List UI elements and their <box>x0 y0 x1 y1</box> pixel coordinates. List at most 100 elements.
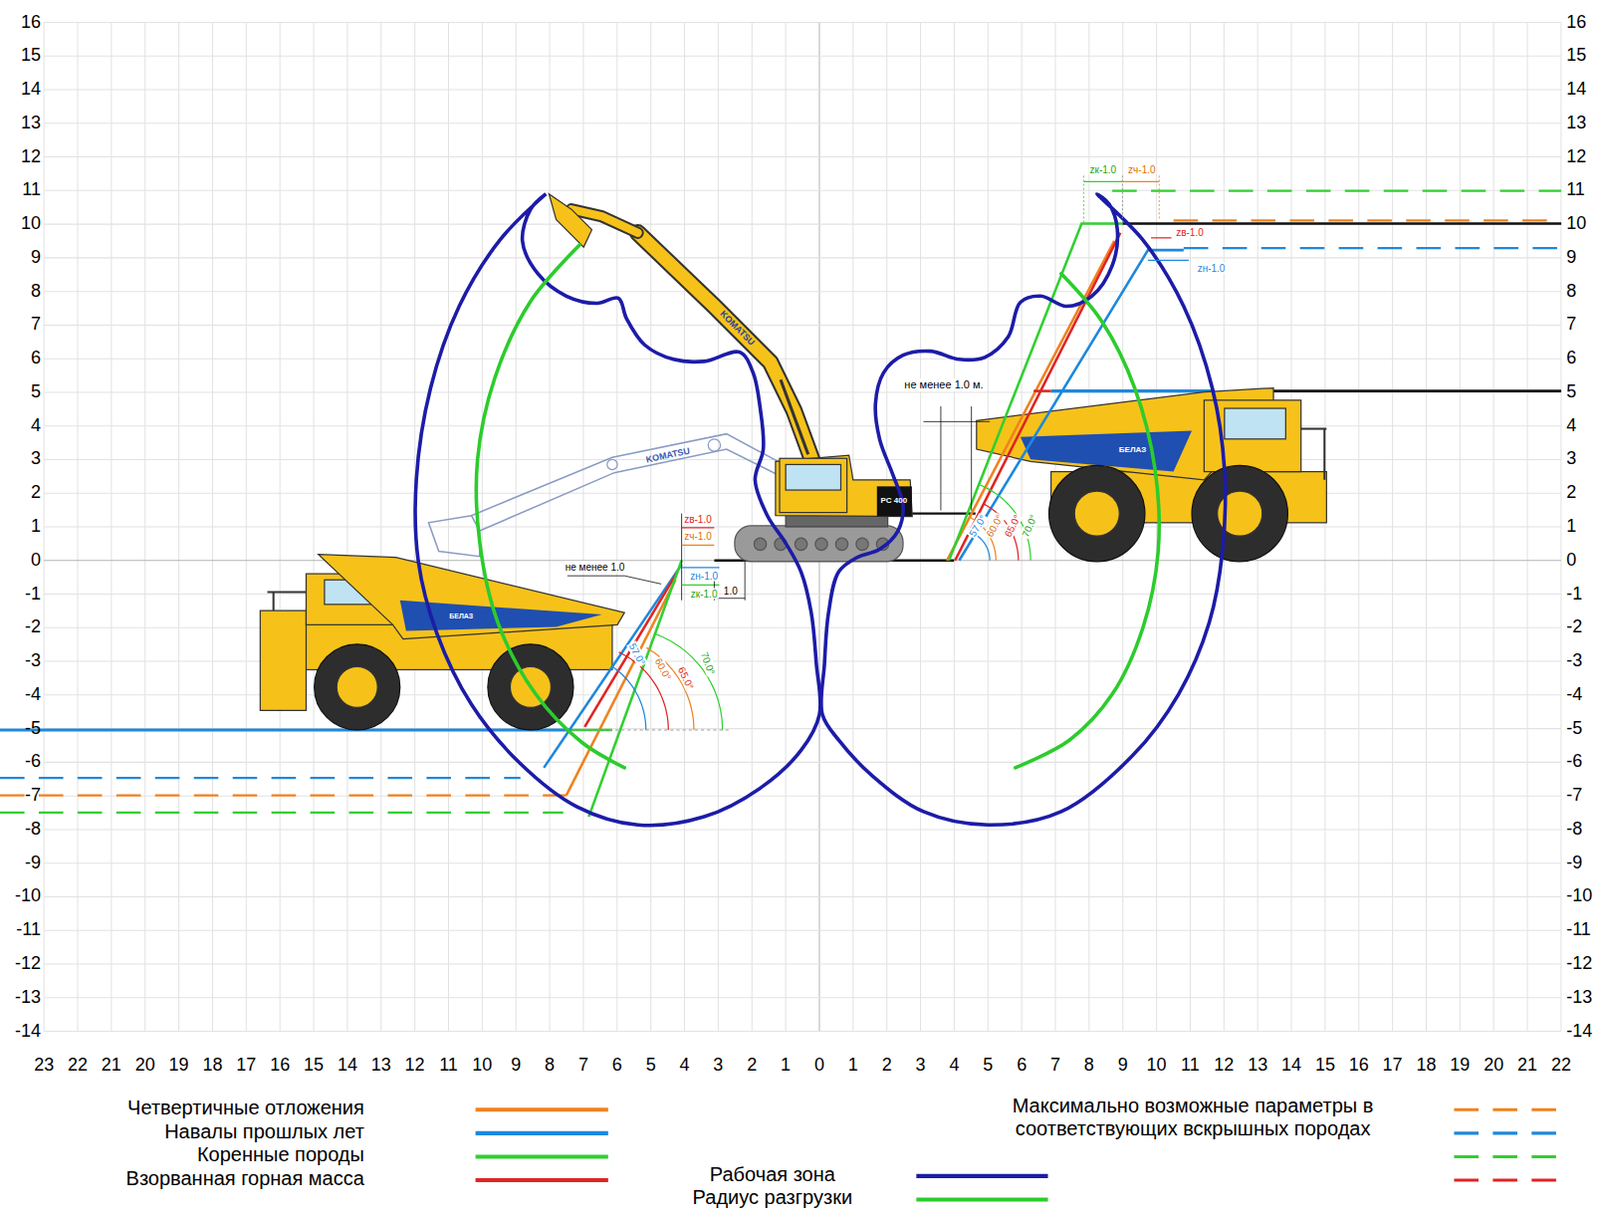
legend-text: Взорванная горная масса <box>126 1165 365 1189</box>
axis-value: 17 <box>235 1055 256 1076</box>
axis-value: 5 <box>1566 382 1577 403</box>
axis-value: 21 <box>101 1055 122 1076</box>
axis-value: -5 <box>24 718 41 739</box>
bench-edge <box>1270 389 1562 393</box>
dimension-line <box>713 597 745 599</box>
bench-lines <box>0 191 1562 813</box>
body-stripe <box>1020 431 1192 472</box>
axis-value: 22 <box>1551 1055 1572 1076</box>
grid-line <box>43 156 1562 158</box>
grid-line <box>43 862 1562 864</box>
axis-value: 16 <box>1349 1055 1370 1076</box>
slope-line <box>948 223 1123 560</box>
axis-value: 10 <box>1566 214 1587 234</box>
axis-value: 16 <box>20 12 41 33</box>
angle-label: 57.0° <box>626 640 649 669</box>
excavator-ghost <box>428 434 788 557</box>
unloading-radius <box>475 244 625 768</box>
dimension-line <box>1150 236 1171 238</box>
dimension-label: zч-1.0 <box>1127 164 1156 176</box>
legend-text: Четвертичные отложения <box>127 1096 365 1120</box>
axis-value: 19 <box>169 1055 190 1076</box>
axis-value: 4 <box>30 416 41 437</box>
axis-value: 1 <box>30 516 41 537</box>
dimension-tick <box>744 560 746 601</box>
truck-bumper <box>259 610 306 710</box>
angle-arc <box>979 484 1031 561</box>
truck-rail <box>272 592 275 611</box>
axis-value: 6 <box>612 1055 623 1076</box>
bench-edge <box>0 727 572 731</box>
brand-name: KOMATSU <box>717 309 757 349</box>
bench-slopes <box>543 223 1184 817</box>
legend-dash-sample <box>1453 1154 1567 1158</box>
axis-value: 15 <box>303 1055 324 1076</box>
dimension-line <box>1122 181 1159 183</box>
axis-value: 2 <box>882 1055 893 1076</box>
axis-value: 9 <box>30 247 41 268</box>
axis-value: 4 <box>948 1055 959 1076</box>
bench-edge <box>1051 389 1215 393</box>
axis-value: -14 <box>1566 1021 1593 1042</box>
grid-line <box>43 593 1562 595</box>
axis-value: 5 <box>646 1055 657 1076</box>
axis-value: 9 <box>510 1055 521 1076</box>
axis-value: 20 <box>135 1055 156 1076</box>
excavator-track <box>734 525 904 562</box>
angle-arc <box>611 665 647 729</box>
grid-line <box>43 224 1562 226</box>
dimension-line <box>682 544 715 546</box>
axis-value: 21 <box>1517 1055 1538 1076</box>
grid-line <box>43 962 1562 964</box>
axis-value: 3 <box>30 450 41 470</box>
legend-dash-sample <box>1453 1131 1567 1135</box>
legend-dash-sample <box>1453 1108 1567 1112</box>
max-level <box>0 811 564 814</box>
axis-value: 13 <box>20 113 41 134</box>
axis-value: 14 <box>337 1055 358 1076</box>
dimension-tick <box>1083 175 1085 224</box>
angle-label: 65.0° <box>675 664 696 692</box>
legend-text: Коренные породы <box>197 1142 365 1166</box>
axis-value: 17 <box>1382 1055 1403 1076</box>
axis-value: 1 <box>780 1055 791 1076</box>
axis-value: 1 <box>1566 516 1577 537</box>
brand-name: KOMATSU <box>645 447 691 466</box>
legend-swatch <box>475 1131 609 1136</box>
slope-line <box>543 564 682 768</box>
axis-value: 11 <box>439 1055 458 1076</box>
axis-value: 10 <box>20 214 41 234</box>
leader-line <box>567 575 662 584</box>
axis-value: 7 <box>1566 315 1577 336</box>
axis-value: 13 <box>1566 113 1587 134</box>
axis-value: 13 <box>371 1055 392 1076</box>
dimension-line <box>682 526 715 528</box>
dimensions <box>567 175 1189 600</box>
dimension-note: не менее 1.0 <box>564 560 627 572</box>
dimension-line <box>923 421 991 423</box>
legend-swatch <box>475 1177 609 1182</box>
axis-value: 18 <box>202 1055 223 1076</box>
axis-value: 9 <box>1566 247 1577 268</box>
axis-value: -11 <box>15 919 41 940</box>
axis-value: -2 <box>24 617 41 638</box>
wheel <box>314 644 401 730</box>
wheel <box>1191 464 1288 561</box>
axis-value: -4 <box>24 685 41 705</box>
dimension-tick <box>1122 175 1124 224</box>
legend-swatch <box>915 1173 1048 1178</box>
max-level <box>0 776 521 779</box>
slope-line <box>946 240 1115 561</box>
axis-value: 14 <box>1566 79 1587 100</box>
working-zone <box>415 194 821 826</box>
axis-value: -3 <box>24 651 41 672</box>
axis-value: 12 <box>20 147 41 168</box>
bucket <box>548 194 592 247</box>
axis-value: 10 <box>1146 1055 1167 1076</box>
counterweight <box>877 486 912 516</box>
grid-line <box>43 1030 1562 1032</box>
legend-text: Максимально возможные параметры в соотве… <box>963 1094 1422 1141</box>
axis-value: 3 <box>915 1055 926 1076</box>
